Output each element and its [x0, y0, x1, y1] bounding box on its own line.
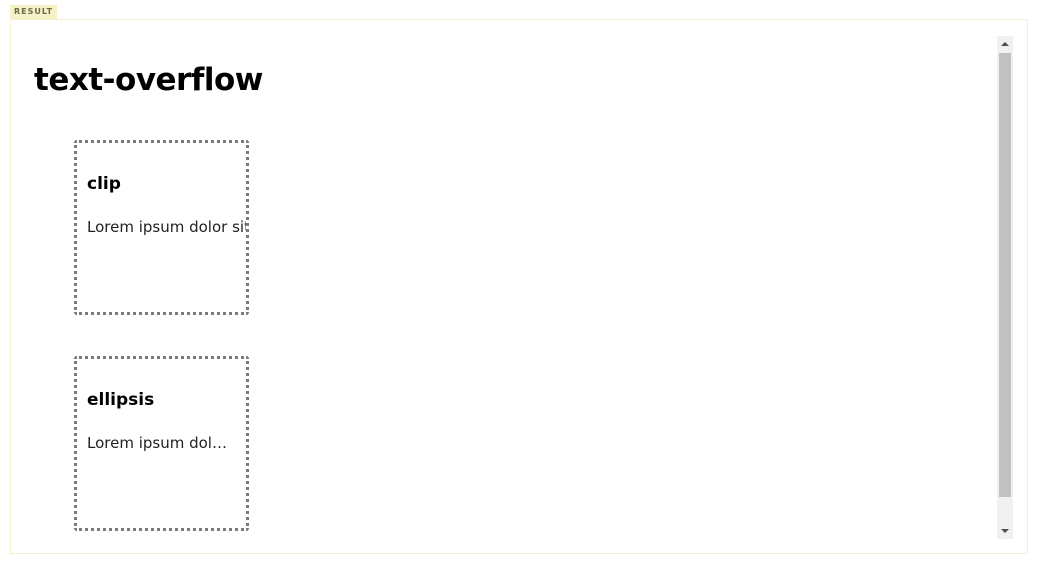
result-content: text-overflow clip Lorem ipsum dolor sit…	[11, 20, 997, 553]
triangle-up-icon	[1001, 42, 1009, 46]
scroll-thumb[interactable]	[999, 53, 1011, 497]
ellipsis-heading: ellipsis	[87, 390, 155, 410]
clip-heading: clip	[87, 174, 121, 194]
ellipsis-sample-text: Lorem ipsum dolor sit amet consectetur	[87, 434, 233, 452]
result-frame: text-overflow clip Lorem ipsum dolor sit…	[10, 19, 1028, 554]
page-title: text-overflow	[34, 62, 263, 98]
scroll-down-button[interactable]	[997, 523, 1013, 539]
scroll-up-button[interactable]	[997, 36, 1013, 52]
clip-sample-text: Lorem ipsum dolor sit amet consectetur	[87, 218, 246, 236]
ellipsis-demo-box: ellipsis Lorem ipsum dolor sit amet cons…	[74, 356, 249, 531]
vertical-scrollbar[interactable]	[997, 36, 1013, 539]
triangle-down-icon	[1001, 529, 1009, 533]
result-tab-label: RESULT	[10, 5, 58, 19]
clip-demo-box: clip Lorem ipsum dolor sit amet consecte…	[74, 140, 249, 315]
